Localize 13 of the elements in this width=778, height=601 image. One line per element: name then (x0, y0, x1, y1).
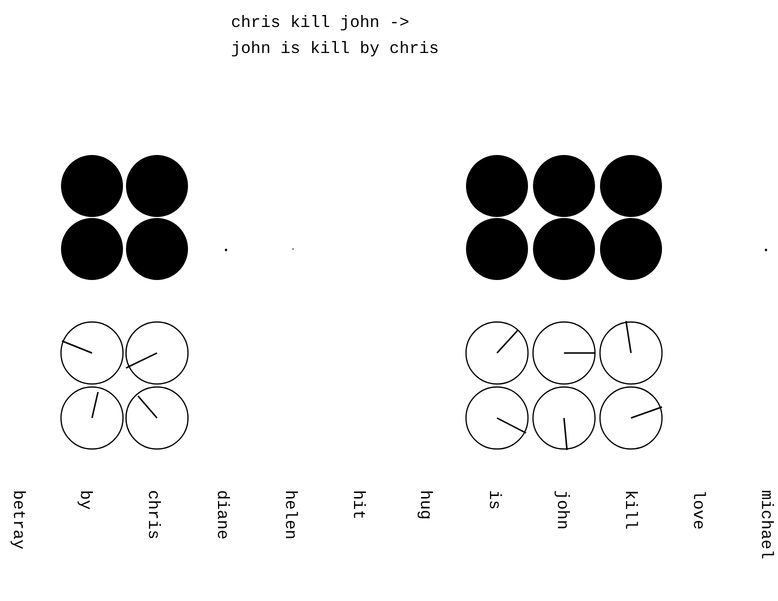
axis-label: is (485, 490, 503, 510)
axis-label: diane (213, 490, 231, 540)
axis-label: john (553, 490, 571, 530)
axis-label: hit (349, 490, 367, 520)
axis-label: chris (144, 490, 162, 540)
axis-label: helen (281, 490, 299, 540)
axis-label: hug (416, 490, 434, 520)
axis-label: by (76, 490, 94, 510)
axis-label: michael (757, 490, 775, 560)
axis-label: betray (9, 490, 27, 550)
axis-label: kill (621, 490, 639, 530)
axis-label: love (689, 490, 707, 530)
title: chris kill john -> john is kill by chris (231, 12, 440, 60)
